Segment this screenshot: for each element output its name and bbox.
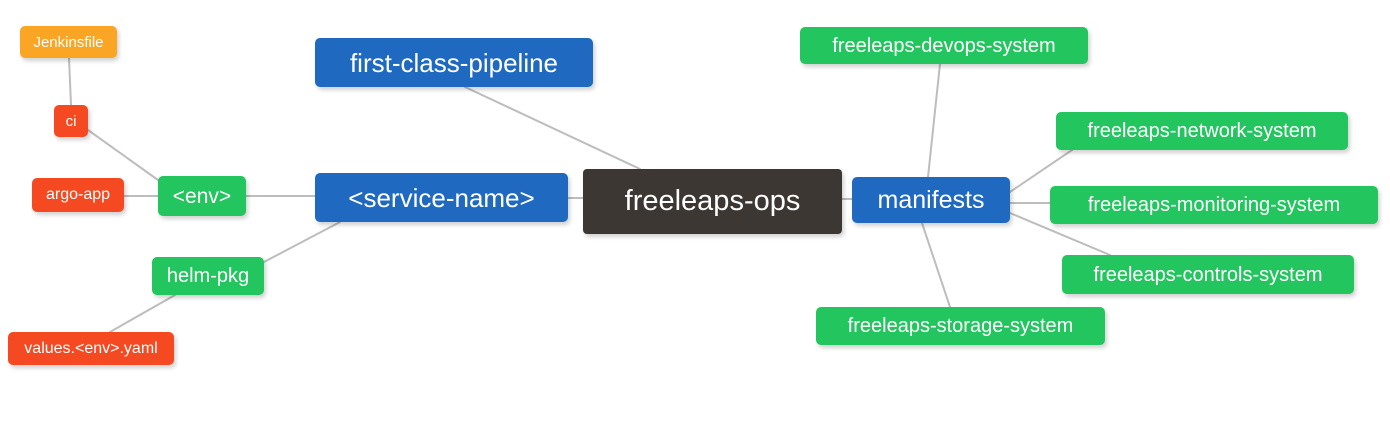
- edge-manifests-to-freeleaps-devops-system: [927, 63, 941, 178]
- node-freeleaps-network-system[interactable]: freeleaps-network-system: [1056, 112, 1348, 150]
- node-label-manifests: manifests: [877, 185, 985, 214]
- edge-first-class-pipeline-to-freeleaps-ops: [464, 86, 641, 170]
- node-ci[interactable]: ci: [54, 105, 88, 137]
- edge-manifests-to-freeleaps-storage-system: [921, 222, 951, 308]
- node-jenkinsfile[interactable]: Jenkinsfile: [20, 26, 117, 58]
- node-freeleaps-controls-system[interactable]: freeleaps-controls-system: [1062, 255, 1354, 294]
- node-env[interactable]: <env>: [158, 176, 246, 216]
- node-label-freeleaps-network-system: freeleaps-network-system: [1087, 120, 1317, 142]
- node-freeleaps-storage-system[interactable]: freeleaps-storage-system: [816, 307, 1105, 345]
- node-label-jenkinsfile: Jenkinsfile: [33, 33, 104, 51]
- node-label-service-name: <service-name>: [348, 182, 535, 213]
- node-label-argo-app: argo-app: [45, 186, 111, 203]
- node-label-freeleaps-ops: freeleaps-ops: [624, 185, 801, 217]
- node-freeleaps-devops-system[interactable]: freeleaps-devops-system: [800, 27, 1088, 64]
- edge-jenkinsfile-to-ci: [68, 57, 72, 106]
- node-label-freeleaps-storage-system: freeleaps-storage-system: [847, 315, 1074, 337]
- node-helm-pkg[interactable]: helm-pkg: [152, 257, 264, 295]
- node-label-freeleaps-controls-system: freeleaps-controls-system: [1093, 263, 1323, 286]
- node-argo-app[interactable]: argo-app: [32, 178, 124, 212]
- node-values[interactable]: values.<env>.yaml: [8, 332, 174, 365]
- node-label-first-class-pipeline: first-class-pipeline: [349, 47, 559, 78]
- edge-values-to-helm-pkg: [109, 294, 176, 333]
- edge-ci-to-env: [87, 129, 159, 181]
- node-label-freeleaps-monitoring-system: freeleaps-monitoring-system: [1087, 194, 1341, 216]
- node-freeleaps-ops[interactable]: freeleaps-ops: [583, 169, 842, 234]
- node-label-env: <env>: [172, 184, 232, 208]
- node-service-name[interactable]: <service-name>: [315, 173, 568, 222]
- node-manifests[interactable]: manifests: [852, 177, 1010, 223]
- edge-helm-pkg-to-service-name: [263, 221, 341, 263]
- node-label-ci: ci: [65, 112, 77, 130]
- node-first-class-pipeline[interactable]: first-class-pipeline: [315, 38, 593, 87]
- node-label-helm-pkg: helm-pkg: [166, 265, 250, 287]
- node-label-freeleaps-devops-system: freeleaps-devops-system: [832, 34, 1056, 57]
- node-label-values: values.<env>.yaml: [24, 339, 158, 357]
- node-freeleaps-monitoring-system[interactable]: freeleaps-monitoring-system: [1050, 186, 1378, 224]
